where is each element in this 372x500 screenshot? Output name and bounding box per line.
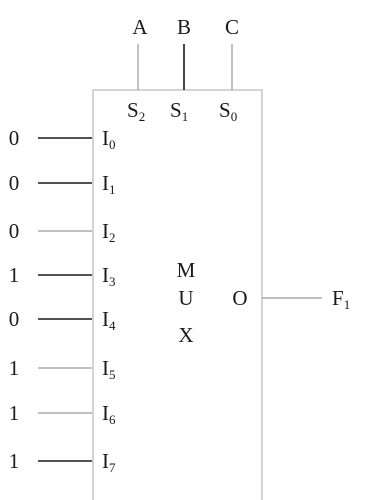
select-signal-b: B	[177, 15, 191, 39]
input-value-1: 0	[9, 171, 20, 195]
input-value-0: 0	[9, 126, 20, 150]
select-pin-s0: S0	[219, 98, 237, 124]
mux-letter-x: X	[178, 323, 193, 347]
input-pin-i0: I0	[102, 126, 116, 152]
mux-label: M U X	[177, 258, 196, 347]
input-pin-i7: I7	[102, 449, 116, 475]
mux-letter-u: U	[178, 286, 193, 310]
select-pin-s1: S1	[170, 98, 188, 124]
input-pin-i6: I6	[102, 401, 116, 427]
input-pin-i4: I4	[102, 307, 116, 333]
output-signal-f1: F1	[332, 286, 350, 312]
select-lines: A B C S2 S1 S0	[127, 15, 239, 124]
input-pin-i2: I2	[102, 219, 116, 245]
input-pin-i3: I3	[102, 263, 116, 289]
input-pin-i5: I5	[102, 356, 116, 382]
mux-letter-m: M	[177, 258, 196, 282]
mux-box	[92, 89, 263, 500]
select-signal-c: C	[225, 15, 239, 39]
input-value-5: 1	[9, 356, 20, 380]
input-value-2: 0	[9, 219, 20, 243]
input-pin-i1: I1	[102, 171, 116, 197]
input-value-6: 1	[9, 401, 20, 425]
input-value-3: 1	[9, 263, 20, 287]
input-value-4: 0	[9, 307, 20, 331]
data-inputs: 0 I0 0 I1 0 I2 1 I3 0 I4 1 I5 1 I6 1 I7	[9, 126, 116, 475]
input-value-7: 1	[9, 449, 20, 473]
select-pin-s2: S2	[127, 98, 145, 124]
select-signal-a: A	[132, 15, 148, 39]
output-pin-o: O	[232, 286, 247, 310]
output: O F1	[232, 286, 350, 312]
